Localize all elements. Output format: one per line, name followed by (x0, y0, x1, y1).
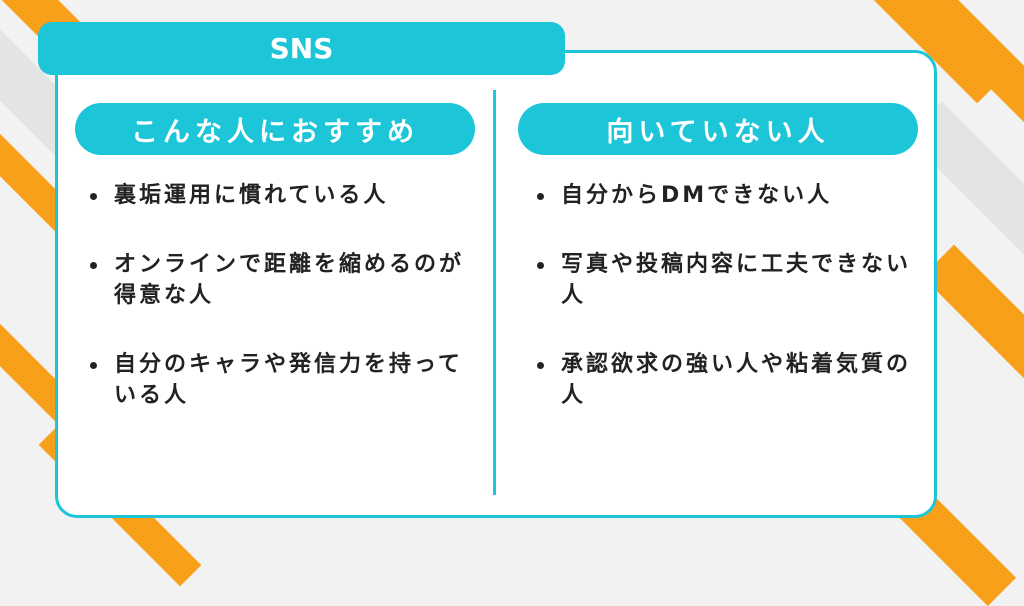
recommended-heading: こんな人におすすめ (75, 103, 475, 155)
list-item-text: 写真や投稿内容に工夫できない人 (561, 252, 912, 308)
column-divider (493, 90, 496, 495)
list-item: 自分のキャラや発信力を持っている人 (88, 349, 468, 411)
list-item: 承認欲求の強い人や粘着気質の人 (535, 349, 915, 411)
bullet-icon (537, 262, 544, 269)
list-item-text: 裏垢運用に慣れている人 (114, 183, 389, 208)
list-item: 写真や投稿内容に工夫できない人 (535, 249, 915, 311)
bullet-icon (90, 262, 97, 269)
title-tab: SNS (38, 22, 565, 75)
not-suited-heading-label: 向いていない人 (606, 116, 830, 148)
list-item-text: 承認欲求の強い人や粘着気質の人 (561, 352, 912, 408)
recommended-heading-label: こんな人におすすめ (131, 116, 419, 148)
bullet-icon (90, 193, 97, 200)
list-item-text: 自分のキャラや発信力を持っている人 (114, 352, 463, 408)
bullet-icon (537, 362, 544, 369)
bullet-icon (90, 362, 97, 369)
not-suited-heading: 向いていない人 (518, 103, 918, 155)
recommended-list: 裏垢運用に慣れている人 オンラインで距離を縮めるのが得意な人 自分のキャラや発信… (88, 180, 468, 449)
page-title: SNS (269, 32, 334, 65)
list-item: オンラインで距離を縮めるのが得意な人 (88, 249, 468, 311)
bullet-icon (537, 193, 544, 200)
list-item-text: 自分からDMできない人 (561, 183, 833, 208)
list-item: 裏垢運用に慣れている人 (88, 180, 468, 211)
not-suited-list: 自分からDMできない人 写真や投稿内容に工夫できない人 承認欲求の強い人や粘着気… (535, 180, 915, 449)
list-item: 自分からDMできない人 (535, 180, 915, 211)
list-item-text: オンラインで距離を縮めるのが得意な人 (114, 252, 465, 308)
